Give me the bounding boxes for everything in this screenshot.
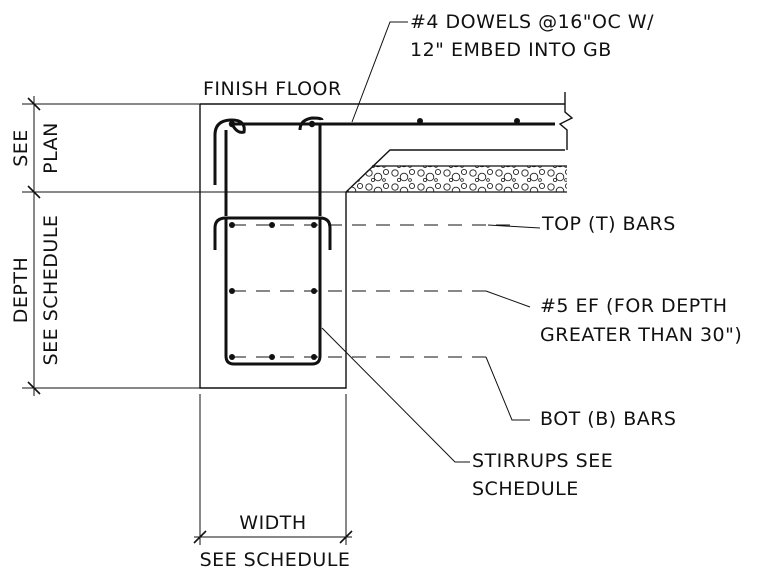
stirrup-body	[224, 218, 322, 366]
dowel-bar-right	[298, 116, 324, 131]
leader-lines	[232, 21, 541, 463]
reinforcement	[213, 116, 555, 366]
width-schedule-label: SEE SCHEDULE	[200, 549, 351, 571]
see-plan-label-1: SEE	[10, 129, 32, 167]
dowels-label-line2: 12" EMBED INTO GB	[410, 39, 612, 61]
stirrup	[213, 216, 332, 250]
depth-label: DEPTH	[10, 257, 32, 324]
depth-schedule-label: SEE SCHEDULE	[40, 215, 62, 366]
bot-bar	[269, 354, 275, 360]
concrete-outline	[199, 92, 574, 389]
slab-bar-dot	[514, 118, 520, 124]
slab-break-mark	[558, 92, 574, 150]
width-label: WIDTH	[239, 512, 306, 534]
dowel-bar-dot	[308, 120, 316, 128]
ef-label-line2: GREATER THAN 30")	[540, 324, 742, 346]
dowel-bar-left	[213, 118, 246, 185]
dimension-lines	[22, 96, 353, 545]
top-bar	[269, 222, 275, 228]
top-bars-label: TOP (T) BARS	[541, 213, 676, 235]
dowels-label-line1: #4 DOWELS @16"OC W/	[410, 11, 654, 33]
gravel-base	[346, 165, 567, 193]
slab-bar-dot	[417, 118, 423, 124]
annotations: #4 DOWELS @16"OC W/ 12" EMBED INTO GB FI…	[10, 11, 742, 571]
dowel-bar-dot	[228, 120, 236, 128]
bot-bars-label: BOT (B) BARS	[540, 408, 677, 430]
finish-floor-label: FINISH FLOOR	[203, 78, 342, 100]
ef-label-line1: #5 EF (FOR DEPTH	[540, 295, 728, 317]
stirrups-label-line1: STIRRUPS SEE	[472, 450, 613, 472]
stirrups-label-line2: SCHEDULE	[472, 478, 579, 500]
see-plan-label-2: PLAN	[40, 122, 62, 174]
